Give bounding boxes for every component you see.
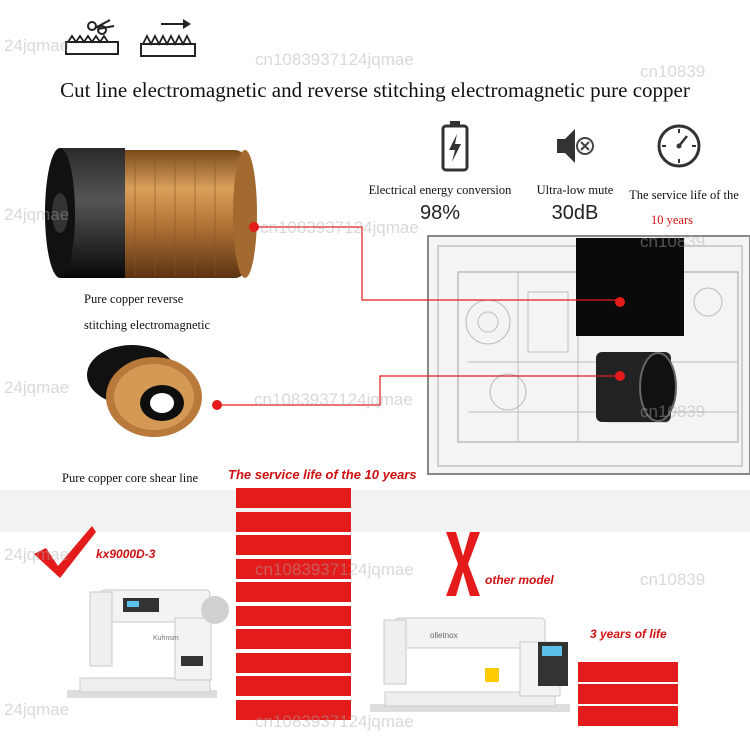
ours-life-bar-6 <box>236 605 351 626</box>
ours-life-bar-3 <box>236 535 351 555</box>
other-life-bar-2 <box>578 684 678 704</box>
machine-head-diagram <box>408 232 750 482</box>
page-title: Cut line electromagnetic and reverse sti… <box>60 78 690 102</box>
machine-brand-ours: Kuhnsm <box>153 635 179 642</box>
ours-life-bar-9 <box>236 676 351 696</box>
battery-icon <box>440 120 470 172</box>
reverse-stitch-icon <box>137 16 199 58</box>
ours-life-bar-4 <box>236 558 351 579</box>
watermark-text: cn1083937124jqmae <box>260 218 419 237</box>
section-divider <box>0 490 750 532</box>
ours-life-bar-1 <box>236 488 351 508</box>
copper-coil-small <box>82 335 207 445</box>
coil-label-shear: Pure copper core shear line <box>62 471 199 485</box>
machine-brand-other: olletnox <box>430 631 458 640</box>
coil-label-reverse-2: stitching electromagnetic <box>84 318 210 332</box>
scissors-cut-icon <box>62 16 122 56</box>
watermark-text: 24jqmae <box>4 36 70 55</box>
spec-label-mute: Ultra-low mute <box>536 183 614 197</box>
watermark-text: cn10839 <box>640 570 706 589</box>
other-model-label: other model <box>485 573 554 587</box>
spec-value-energy: 98% <box>419 202 461 224</box>
watermark-text: 24jqmae <box>4 378 70 397</box>
check-icon <box>30 522 100 582</box>
watermark-text: cn1083937124jqmae <box>254 390 413 409</box>
x-icon <box>444 530 482 598</box>
other-life-bar-1 <box>578 662 678 682</box>
mute-speaker-icon <box>553 124 597 168</box>
coil-label-reverse-1: Pure copper reverse <box>84 292 184 306</box>
copper-coil-large <box>40 140 260 285</box>
ours-life-bar-8 <box>236 652 351 673</box>
spec-value-mute: 30dB <box>551 202 599 224</box>
ours-life-bar-10 <box>236 699 351 720</box>
other-life-label: 3 years of life <box>590 627 667 641</box>
spec-label-life: The service life of the <box>629 188 739 202</box>
watermark-text: cn1083937124jqmae <box>255 50 414 69</box>
comparison-headline: The service life of the 10 years <box>228 467 417 482</box>
ours-life-bar-5 <box>236 582 351 602</box>
sewing-machine-ours: Kuhnsm <box>55 570 240 725</box>
our-model-label: kx9000D-3 <box>96 547 156 561</box>
spec-value-life: 10 years <box>651 213 693 227</box>
clock-icon <box>655 122 703 170</box>
ours-life-bar-7 <box>236 629 351 649</box>
other-life-bar-3 <box>578 706 678 726</box>
ours-life-bar-2 <box>236 511 351 532</box>
spec-label-energy: Electrical energy conversion <box>368 183 512 197</box>
sewing-machine-other: olletnox <box>370 612 580 730</box>
